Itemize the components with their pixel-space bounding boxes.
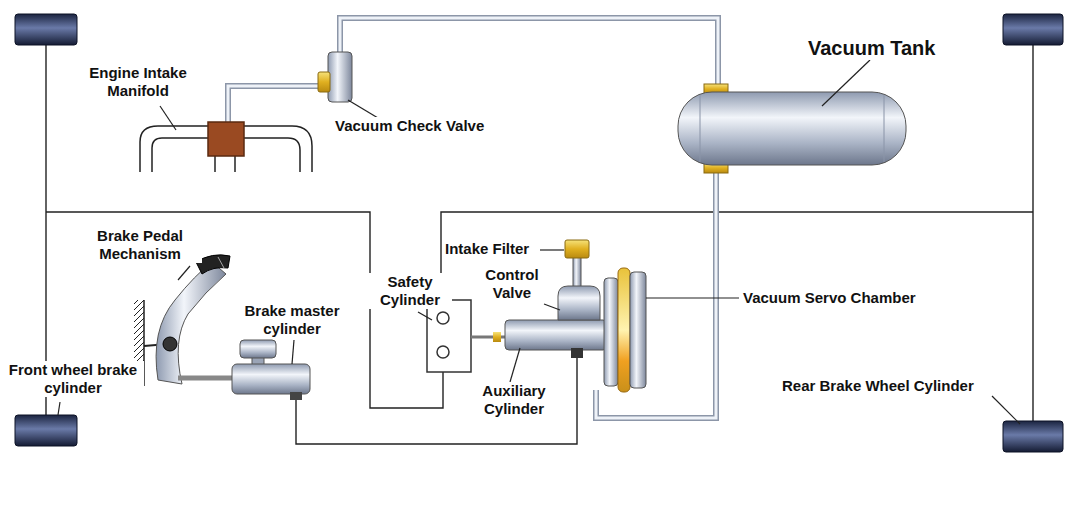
master-cylinder [232,340,310,400]
part-label: Brake master cylinder [232,302,352,338]
part-label: Rear Brake Wheel Cylinder [780,377,976,395]
safety-cylinder [427,300,507,372]
leader-line [58,60,1020,424]
part-label: Vacuum Servo Chamber [741,289,918,307]
brake-pedal [134,255,234,386]
part-label: Safety Cylinder [368,273,452,309]
part-label: Intake Filter [443,240,531,258]
part-label: Engine Intake Manifold [72,64,204,100]
wheel-brake [15,14,1063,452]
check-valve [318,52,352,102]
part-label: Auxiliary Cylinder [467,382,561,418]
part-label: Control Valve [474,266,550,302]
vacuum-pipe [228,18,718,418]
brake-line [46,44,1033,444]
vacuum-tank [678,84,906,173]
part-label: Brake Pedal Mechanism [78,227,202,263]
part-label: Vacuum Check Valve [333,117,486,135]
part-label: Vacuum Tank [806,36,937,60]
vacuum-servo-chamber [604,268,646,392]
intake-manifold [140,122,312,172]
part-label: Front wheel brake cylinder [2,361,144,397]
